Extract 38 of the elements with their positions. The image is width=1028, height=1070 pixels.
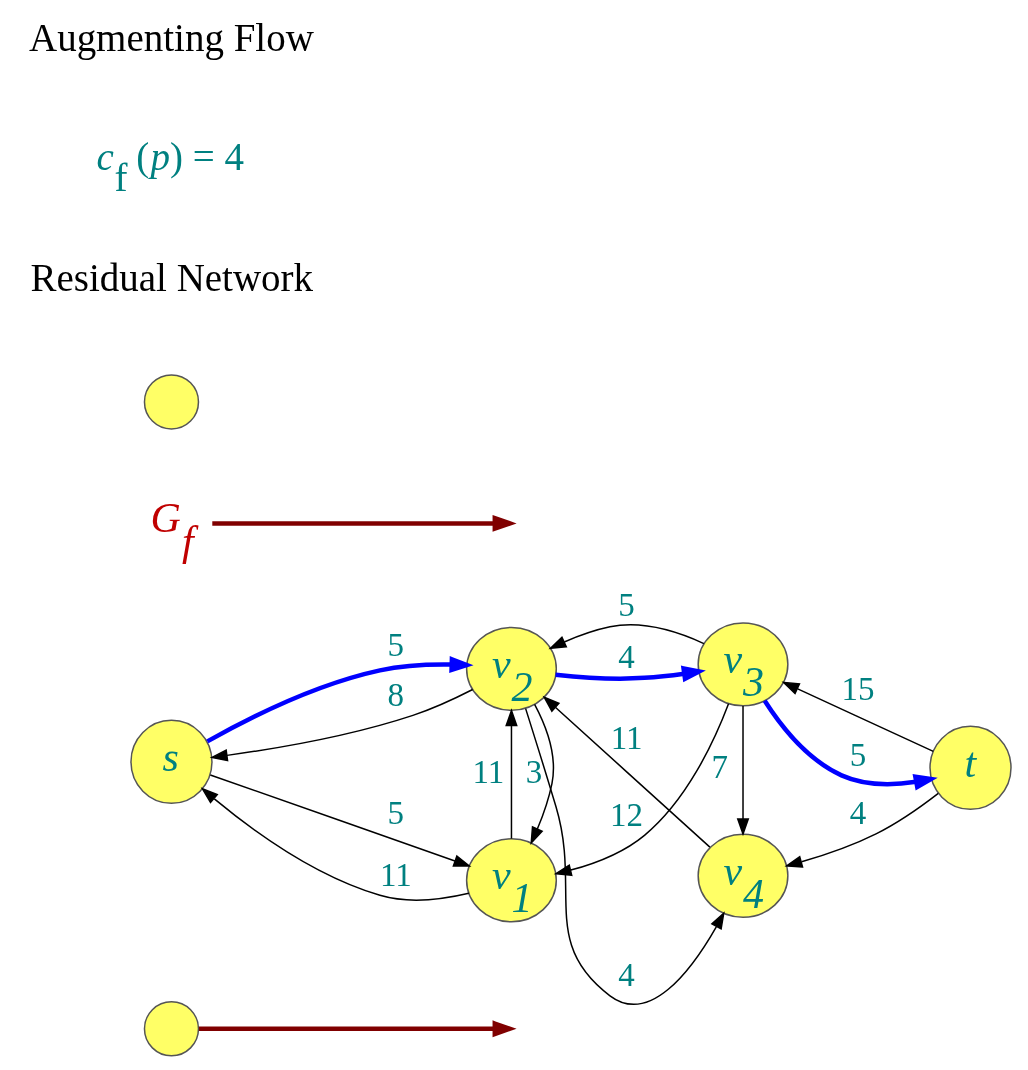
arrow [736, 705, 750, 837]
edge-label: 5 [387, 627, 404, 664]
edge-label: 11 [472, 753, 505, 790]
arrow [198, 1020, 517, 1038]
arrow [548, 624, 705, 650]
arrow [212, 514, 517, 532]
edge-label: 11 [379, 856, 412, 893]
arrow [784, 792, 940, 868]
node-circle [143, 1001, 200, 1057]
edge-label: 4 [618, 639, 635, 676]
arrow [553, 703, 730, 877]
label: Residual Network [30, 256, 314, 300]
edge-label: 4 [849, 795, 867, 832]
edge-label: 7 [711, 749, 729, 786]
arrow [530, 703, 555, 845]
arrow [209, 688, 474, 762]
edge-label: 5 [849, 736, 867, 773]
arrow [200, 787, 470, 901]
edge-label: 8 [387, 676, 404, 713]
arrow [505, 708, 518, 840]
edge-label: 5 [618, 586, 635, 623]
arrow [206, 656, 474, 744]
arrow [555, 665, 706, 683]
edge-label: 12 [609, 796, 643, 833]
arrow [542, 695, 711, 848]
edge-label: 4 [618, 957, 635, 994]
arrow [762, 699, 938, 791]
edge-label: 3 [525, 753, 543, 790]
arrow [524, 707, 725, 1005]
edge-label: 11 [610, 720, 643, 757]
arrow [209, 774, 472, 867]
node-circle [143, 374, 200, 430]
edge-label: 5 [387, 795, 404, 832]
node-circle: s [130, 719, 213, 805]
label: Augmenting Flow [29, 16, 314, 60]
node-circle: t [929, 725, 1012, 811]
arrow [781, 681, 935, 753]
edge-label: 15 [841, 670, 875, 707]
